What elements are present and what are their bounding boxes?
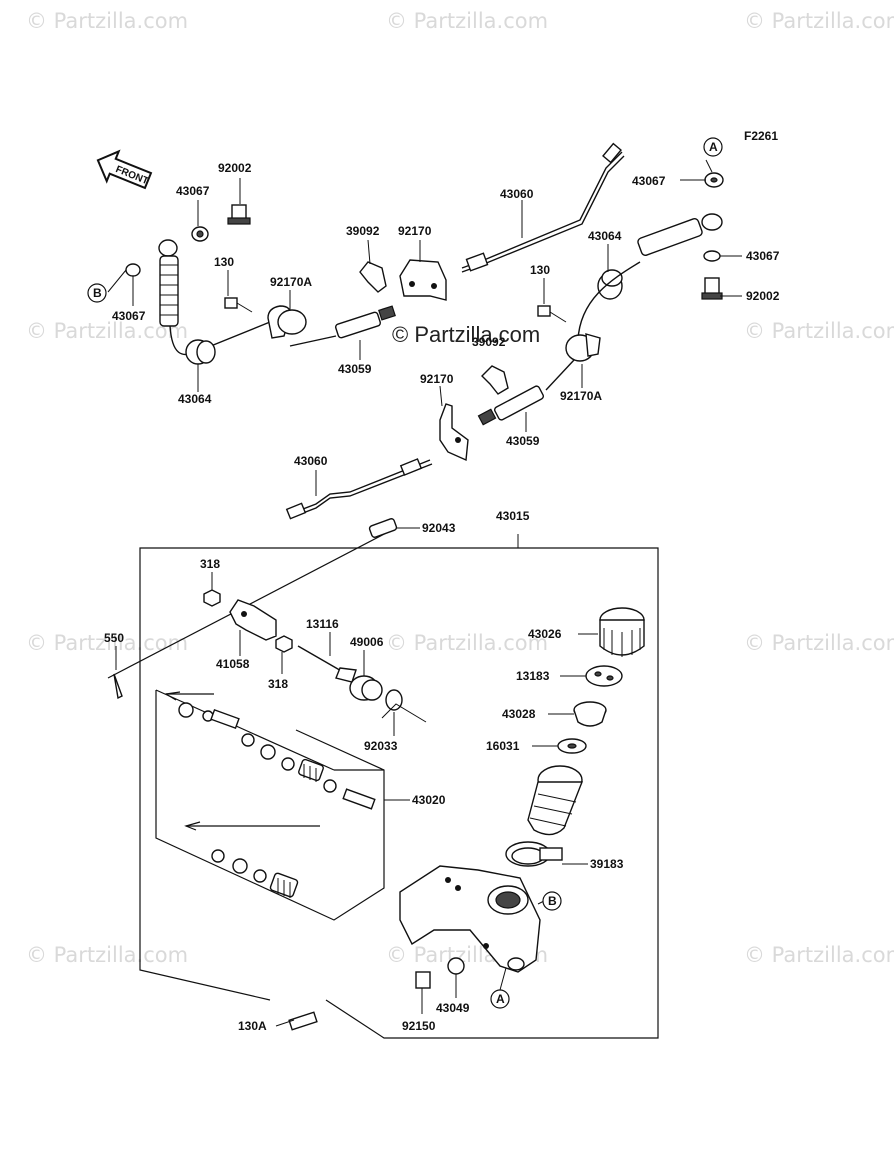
bracket-92170-upper <box>399 259 447 301</box>
watermark-top-left: © Partzilla.com <box>26 9 188 33</box>
nut-318-upper <box>203 589 221 607</box>
right-hose-assembly <box>439 172 724 462</box>
bolt-130a <box>288 1011 318 1031</box>
bolt-92150 <box>415 971 431 989</box>
part-label-43067-lower-right[interactable]: 43067 <box>746 249 780 263</box>
washer-43067-lower-right <box>703 250 721 262</box>
part-label-92170-upper[interactable]: 92170 <box>398 224 432 238</box>
part-label-92002-left[interactable]: 92002 <box>218 161 252 175</box>
pushrod-parts <box>113 518 427 723</box>
callout-b-body: B <box>548 894 557 908</box>
part-label-130a[interactable]: 130A <box>238 1019 267 1033</box>
part-label-49006[interactable]: 49006 <box>350 635 384 649</box>
watermark-top-right: © Partzilla.com <box>744 9 894 33</box>
part-label-550[interactable]: 550 <box>104 631 124 645</box>
part-label-13116[interactable]: 13116 <box>306 617 339 631</box>
part-label-43020[interactable]: 43020 <box>412 793 446 807</box>
part-label-43049[interactable]: 43049 <box>436 1001 470 1015</box>
part-label-43026[interactable]: 43026 <box>528 627 562 641</box>
watermark-top-center: © Partzilla.com <box>386 9 548 33</box>
part-label-43067-upper-right[interactable]: 43067 <box>632 174 666 188</box>
part-label-92150[interactable]: 92150 <box>402 1019 436 1033</box>
part-label-43060-upper[interactable]: 43060 <box>500 187 534 201</box>
callout-a-top: A <box>709 140 718 154</box>
part-labels: 92002 43067 43067 130 92170A 43064 39092… <box>104 161 780 1033</box>
banjo-fitting-left <box>158 239 178 257</box>
leader-lines <box>107 159 742 1027</box>
part-label-130-left[interactable]: 130 <box>214 255 234 269</box>
master-cylinder-body <box>288 865 541 1031</box>
part-label-43064-right[interactable]: 43064 <box>588 229 622 243</box>
washer-43049 <box>447 957 465 975</box>
part-label-43028[interactable]: 43028 <box>502 707 536 721</box>
brake-pipe-upper <box>461 142 625 273</box>
part-label-318-lower[interactable]: 318 <box>268 677 288 691</box>
part-label-43067-upper-left[interactable]: 43067 <box>176 184 210 198</box>
reservoir-parts <box>505 607 645 867</box>
part-label-39092-right[interactable]: 39092 <box>472 335 506 349</box>
part-label-130-right[interactable]: 130 <box>530 263 550 277</box>
part-label-43015[interactable]: 43015 <box>496 509 530 523</box>
part-label-39092-left[interactable]: 39092 <box>346 224 380 238</box>
figure-id: F2261 <box>744 129 778 143</box>
part-label-43064-left[interactable]: 43064 <box>178 392 212 406</box>
hose-end-right <box>637 218 703 256</box>
bolt-130-left <box>224 297 238 309</box>
watermark-row4-right: © Partzilla.com <box>744 943 894 967</box>
left-hose-assembly <box>125 204 447 365</box>
part-label-92170a-left[interactable]: 92170A <box>270 275 312 289</box>
plate-13183 <box>585 665 623 687</box>
part-label-92033[interactable]: 92033 <box>364 739 398 753</box>
watermark-row2-right: © Partzilla.com <box>744 319 894 343</box>
bracket-92170-lower <box>439 403 469 462</box>
brake-pipe-lower <box>285 458 433 520</box>
part-label-43067-lower-left[interactable]: 43067 <box>112 309 146 323</box>
hose-end-left <box>159 255 179 327</box>
callouts: A B B A <box>87 137 723 1009</box>
piston-kit-43020 <box>178 702 376 898</box>
hose-fitting-43059-left <box>334 311 382 339</box>
part-label-92043[interactable]: 92043 <box>422 521 456 535</box>
part-label-318-upper[interactable]: 318 <box>200 557 220 571</box>
front-arrow: FRONT <box>96 149 153 190</box>
bolt-130-right <box>537 305 551 317</box>
watermark-row3-right: © Partzilla.com <box>744 631 894 655</box>
callout-b-left: B <box>93 286 102 300</box>
part-label-39183[interactable]: 39183 <box>590 857 624 871</box>
part-label-92170-lower[interactable]: 92170 <box>420 372 454 386</box>
part-label-43059-left[interactable]: 43059 <box>338 362 372 376</box>
pin-92043 <box>368 518 398 538</box>
part-label-92170a-right[interactable]: 92170A <box>560 389 602 403</box>
circlip-92033 <box>385 689 403 711</box>
callout-a-body: A <box>496 992 505 1006</box>
part-label-92002-right[interactable]: 92002 <box>746 289 780 303</box>
part-label-43059-right[interactable]: 43059 <box>506 434 540 448</box>
part-label-13183[interactable]: 13183 <box>516 669 550 683</box>
nut-318-lower <box>275 635 293 653</box>
watermark-center-dark: © Partzilla.com <box>392 322 540 347</box>
hose-fitting-43059-right <box>493 385 545 421</box>
washer-43067-lower-left <box>125 263 141 277</box>
clip-39092-right <box>481 365 509 395</box>
part-label-16031[interactable]: 16031 <box>486 739 520 753</box>
part-label-43060-lower[interactable]: 43060 <box>294 454 328 468</box>
watermark-row3-center: © Partzilla.com <box>386 631 548 655</box>
watermark-row4-left: © Partzilla.com <box>26 943 188 967</box>
clevis-41058 <box>229 599 277 641</box>
clip-39092-left <box>359 261 387 293</box>
part-label-41058[interactable]: 41058 <box>216 657 250 671</box>
banjo-fitting-right <box>701 213 723 231</box>
cotter-pin-550 <box>113 673 123 700</box>
